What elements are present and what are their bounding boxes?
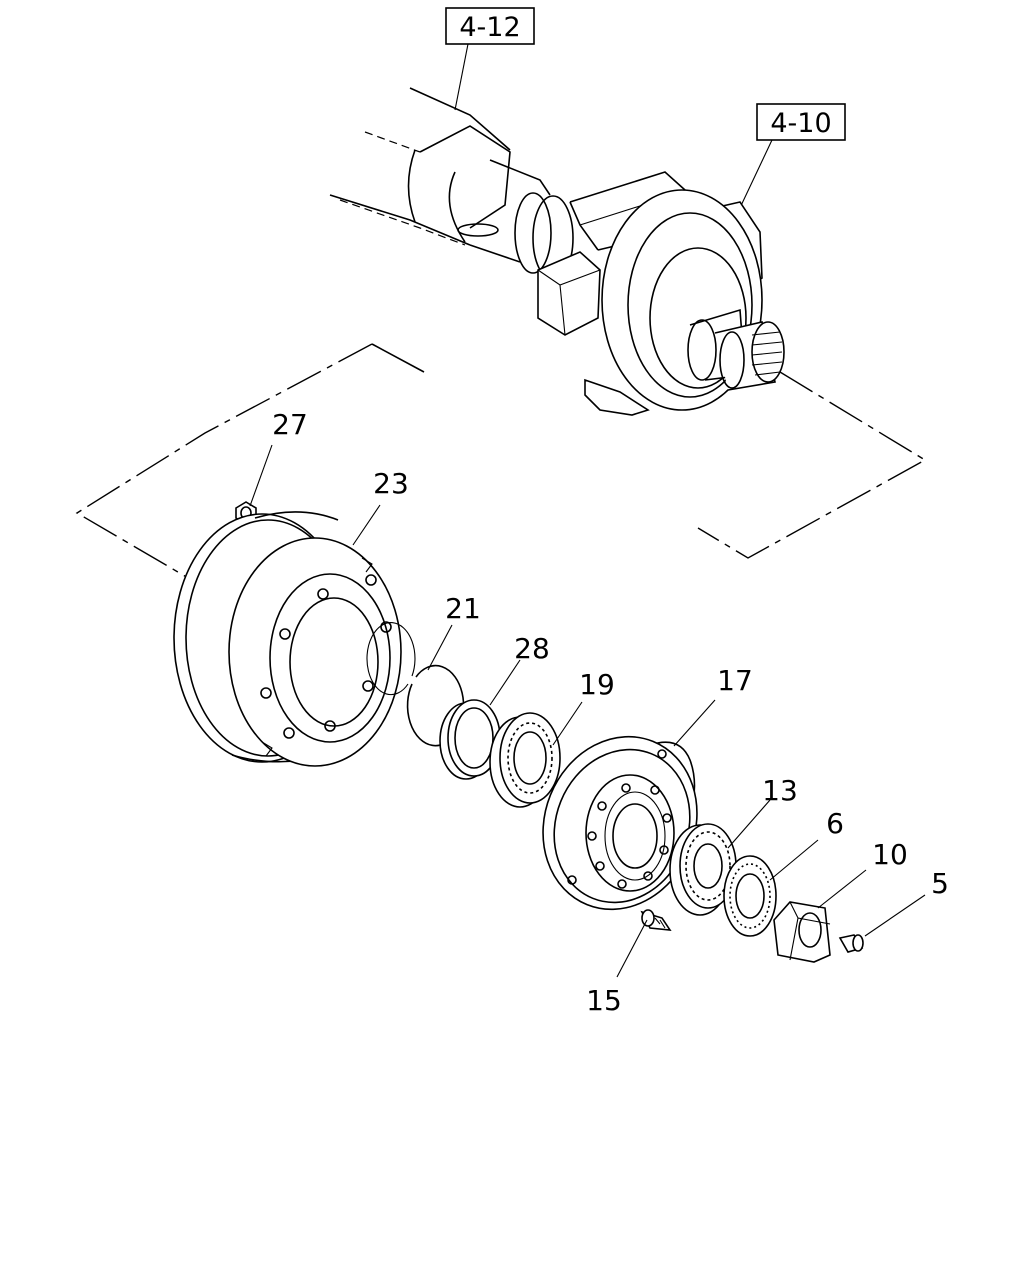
part-19-bearing[interactable] [489,712,561,808]
callout-10[interactable]: 10 [872,838,908,871]
callout-21[interactable]: 21 [445,592,481,625]
callout-5[interactable]: 5 [931,867,949,900]
part-13-bearing[interactable] [669,823,737,916]
part-6-lock-washer[interactable] [723,855,777,937]
callout-15[interactable]: 15 [586,984,622,1017]
part-15-hub-bolt[interactable] [640,909,672,931]
callout-23[interactable]: 23 [373,467,409,500]
part-10-lock-nut[interactable] [773,901,831,963]
callout-labels: 27 23 21 28 19 17 13 6 10 5 15 [272,408,949,1017]
callout-19[interactable]: 19 [579,668,615,701]
projection-line-right [697,371,927,559]
callout-17[interactable]: 17 [717,664,753,697]
reference-label-4-12: 4-12 [459,12,520,43]
leader-4-12 [454,43,469,111]
callout-13[interactable]: 13 [762,774,798,807]
callout-27[interactable]: 27 [272,408,308,441]
reference-box-4-10[interactable]: 4-10 [756,103,846,141]
projection-line-left [75,343,373,583]
part-23-brake-drum[interactable] [173,511,402,767]
part-5-bolt[interactable] [838,934,864,953]
leader-4-10 [737,139,773,213]
reference-label-4-10: 4-10 [770,108,831,139]
part-17-hub[interactable] [517,713,722,932]
callout-6[interactable]: 6 [826,807,844,840]
callout-leaders [249,444,926,978]
part-28-oil-seal[interactable] [439,699,501,780]
projection-line-top [371,343,425,373]
callout-28[interactable]: 28 [514,632,550,665]
reference-box-4-12[interactable]: 4-12 [445,7,535,45]
axle-housing-assembly [329,87,785,416]
